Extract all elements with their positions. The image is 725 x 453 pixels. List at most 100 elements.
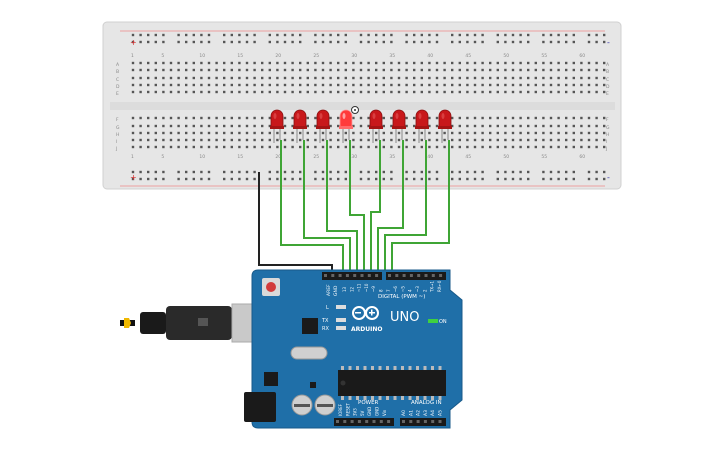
led[interactable]: [339, 109, 353, 143]
header-pin[interactable]: [439, 274, 443, 277]
header-pin[interactable]: [409, 274, 413, 277]
header-pin[interactable]: [343, 420, 347, 423]
breadboard-hole: [230, 61, 233, 65]
breadboard-hole: [451, 83, 454, 87]
power-analog-header[interactable]: [334, 418, 446, 426]
header-pin[interactable]: [379, 420, 383, 423]
breadboard-hole: [397, 138, 401, 142]
breadboard-hole: [534, 131, 537, 135]
header-pin[interactable]: [438, 420, 442, 423]
breadboard-hole: [428, 116, 431, 120]
breadboard-hole: [451, 170, 454, 174]
header-pin[interactable]: [331, 274, 335, 277]
breadboard-hole: [375, 177, 378, 181]
led[interactable]: [270, 109, 284, 143]
header-pin[interactable]: [388, 274, 391, 277]
led[interactable]: [316, 109, 330, 143]
breadboard-hole: [420, 68, 423, 72]
chip-pin: [348, 396, 352, 400]
header-pin[interactable]: [336, 420, 339, 423]
signal-wire[interactable]: [349, 140, 365, 274]
led[interactable]: [415, 109, 429, 143]
led[interactable]: [293, 109, 307, 143]
breadboard-hole: [504, 145, 507, 149]
led-rim: [270, 126, 284, 129]
digital-header[interactable]: [322, 272, 446, 280]
header-pin[interactable]: [353, 274, 357, 277]
breadboard-hole: [359, 138, 363, 142]
led-group[interactable]: [270, 109, 452, 143]
digital-label: DIGITAL (PWM ~): [378, 294, 425, 300]
breadboard-hole: [527, 138, 530, 142]
breadboard-hole: [139, 76, 142, 80]
header-pin[interactable]: [431, 274, 435, 277]
breadboard-hole: [283, 33, 287, 37]
breadboard-hole: [245, 145, 249, 149]
header-pin[interactable]: [424, 274, 428, 277]
signal-wire[interactable]: [370, 140, 381, 274]
header-pin[interactable]: [387, 420, 391, 423]
header-pin[interactable]: [350, 420, 354, 423]
header-pin[interactable]: [372, 420, 376, 423]
gnd-label: GND: [333, 285, 339, 296]
header-pin[interactable]: [417, 274, 421, 277]
header-pin[interactable]: [402, 274, 406, 277]
breadboard-hole: [603, 61, 606, 65]
breadboard-hole: [154, 76, 157, 80]
breadboard-hole: [283, 124, 287, 128]
header-pin[interactable]: [395, 274, 399, 277]
chip-notch: [340, 380, 346, 386]
breadboard-hole: [549, 40, 553, 44]
breadboard-hole: [489, 90, 492, 94]
signal-wire[interactable]: [384, 140, 427, 274]
header-pin[interactable]: [409, 420, 413, 423]
breadboard-hole: [572, 177, 575, 181]
digital-pin-label: 12: [349, 286, 354, 292]
col-number: 35: [389, 53, 395, 59]
arduino-uno[interactable]: L TX RX ARDUINO UNO ON DIGITAL (PWM ~): [244, 269, 463, 429]
signal-wire[interactable]: [303, 140, 351, 274]
led[interactable]: [438, 109, 452, 143]
breadboard-hole: [200, 116, 203, 120]
header-pin[interactable]: [402, 420, 405, 423]
rail-minus-label: -: [607, 38, 610, 47]
led-highlight: [418, 113, 422, 119]
breadboard-hole: [511, 33, 515, 37]
breadboard-hole: [435, 33, 439, 37]
signal-wire[interactable]: [377, 140, 404, 274]
header-pin[interactable]: [423, 420, 427, 423]
wires[interactable]: [258, 140, 450, 274]
led[interactable]: [392, 109, 406, 143]
header-pin[interactable]: [345, 274, 349, 277]
led-highlight: [372, 113, 376, 119]
breadboard-hole: [147, 68, 150, 72]
header-pin[interactable]: [367, 274, 371, 277]
breadboard-hole: [230, 40, 233, 44]
header-pin[interactable]: [431, 420, 435, 423]
signal-wire[interactable]: [391, 140, 450, 274]
header-pin[interactable]: [360, 274, 364, 277]
breadboard-hole: [291, 177, 294, 181]
breadboard-hole: [511, 40, 515, 44]
chip-pin: [341, 366, 344, 370]
chip-pin: [393, 366, 397, 370]
power-pin-label: GND: [375, 407, 380, 416]
breadboard-hole: [375, 138, 378, 142]
breadboard-hole: [344, 170, 347, 174]
breadboard-hole: [261, 124, 264, 128]
breadboard-hole: [595, 40, 598, 44]
signal-wire[interactable]: [326, 140, 358, 274]
signal-wire[interactable]: [280, 140, 344, 274]
header-pin[interactable]: [416, 420, 420, 423]
header-pin[interactable]: [324, 274, 327, 277]
header-pin[interactable]: [375, 274, 379, 277]
breadboard-hole: [595, 116, 598, 120]
breadboard-hole: [253, 68, 256, 72]
breadboard-hole: [162, 33, 165, 37]
header-pin[interactable]: [365, 420, 369, 423]
power-jack[interactable]: [244, 392, 276, 422]
header-pin[interactable]: [338, 274, 342, 277]
led[interactable]: [369, 109, 383, 143]
header-pin[interactable]: [357, 420, 361, 423]
